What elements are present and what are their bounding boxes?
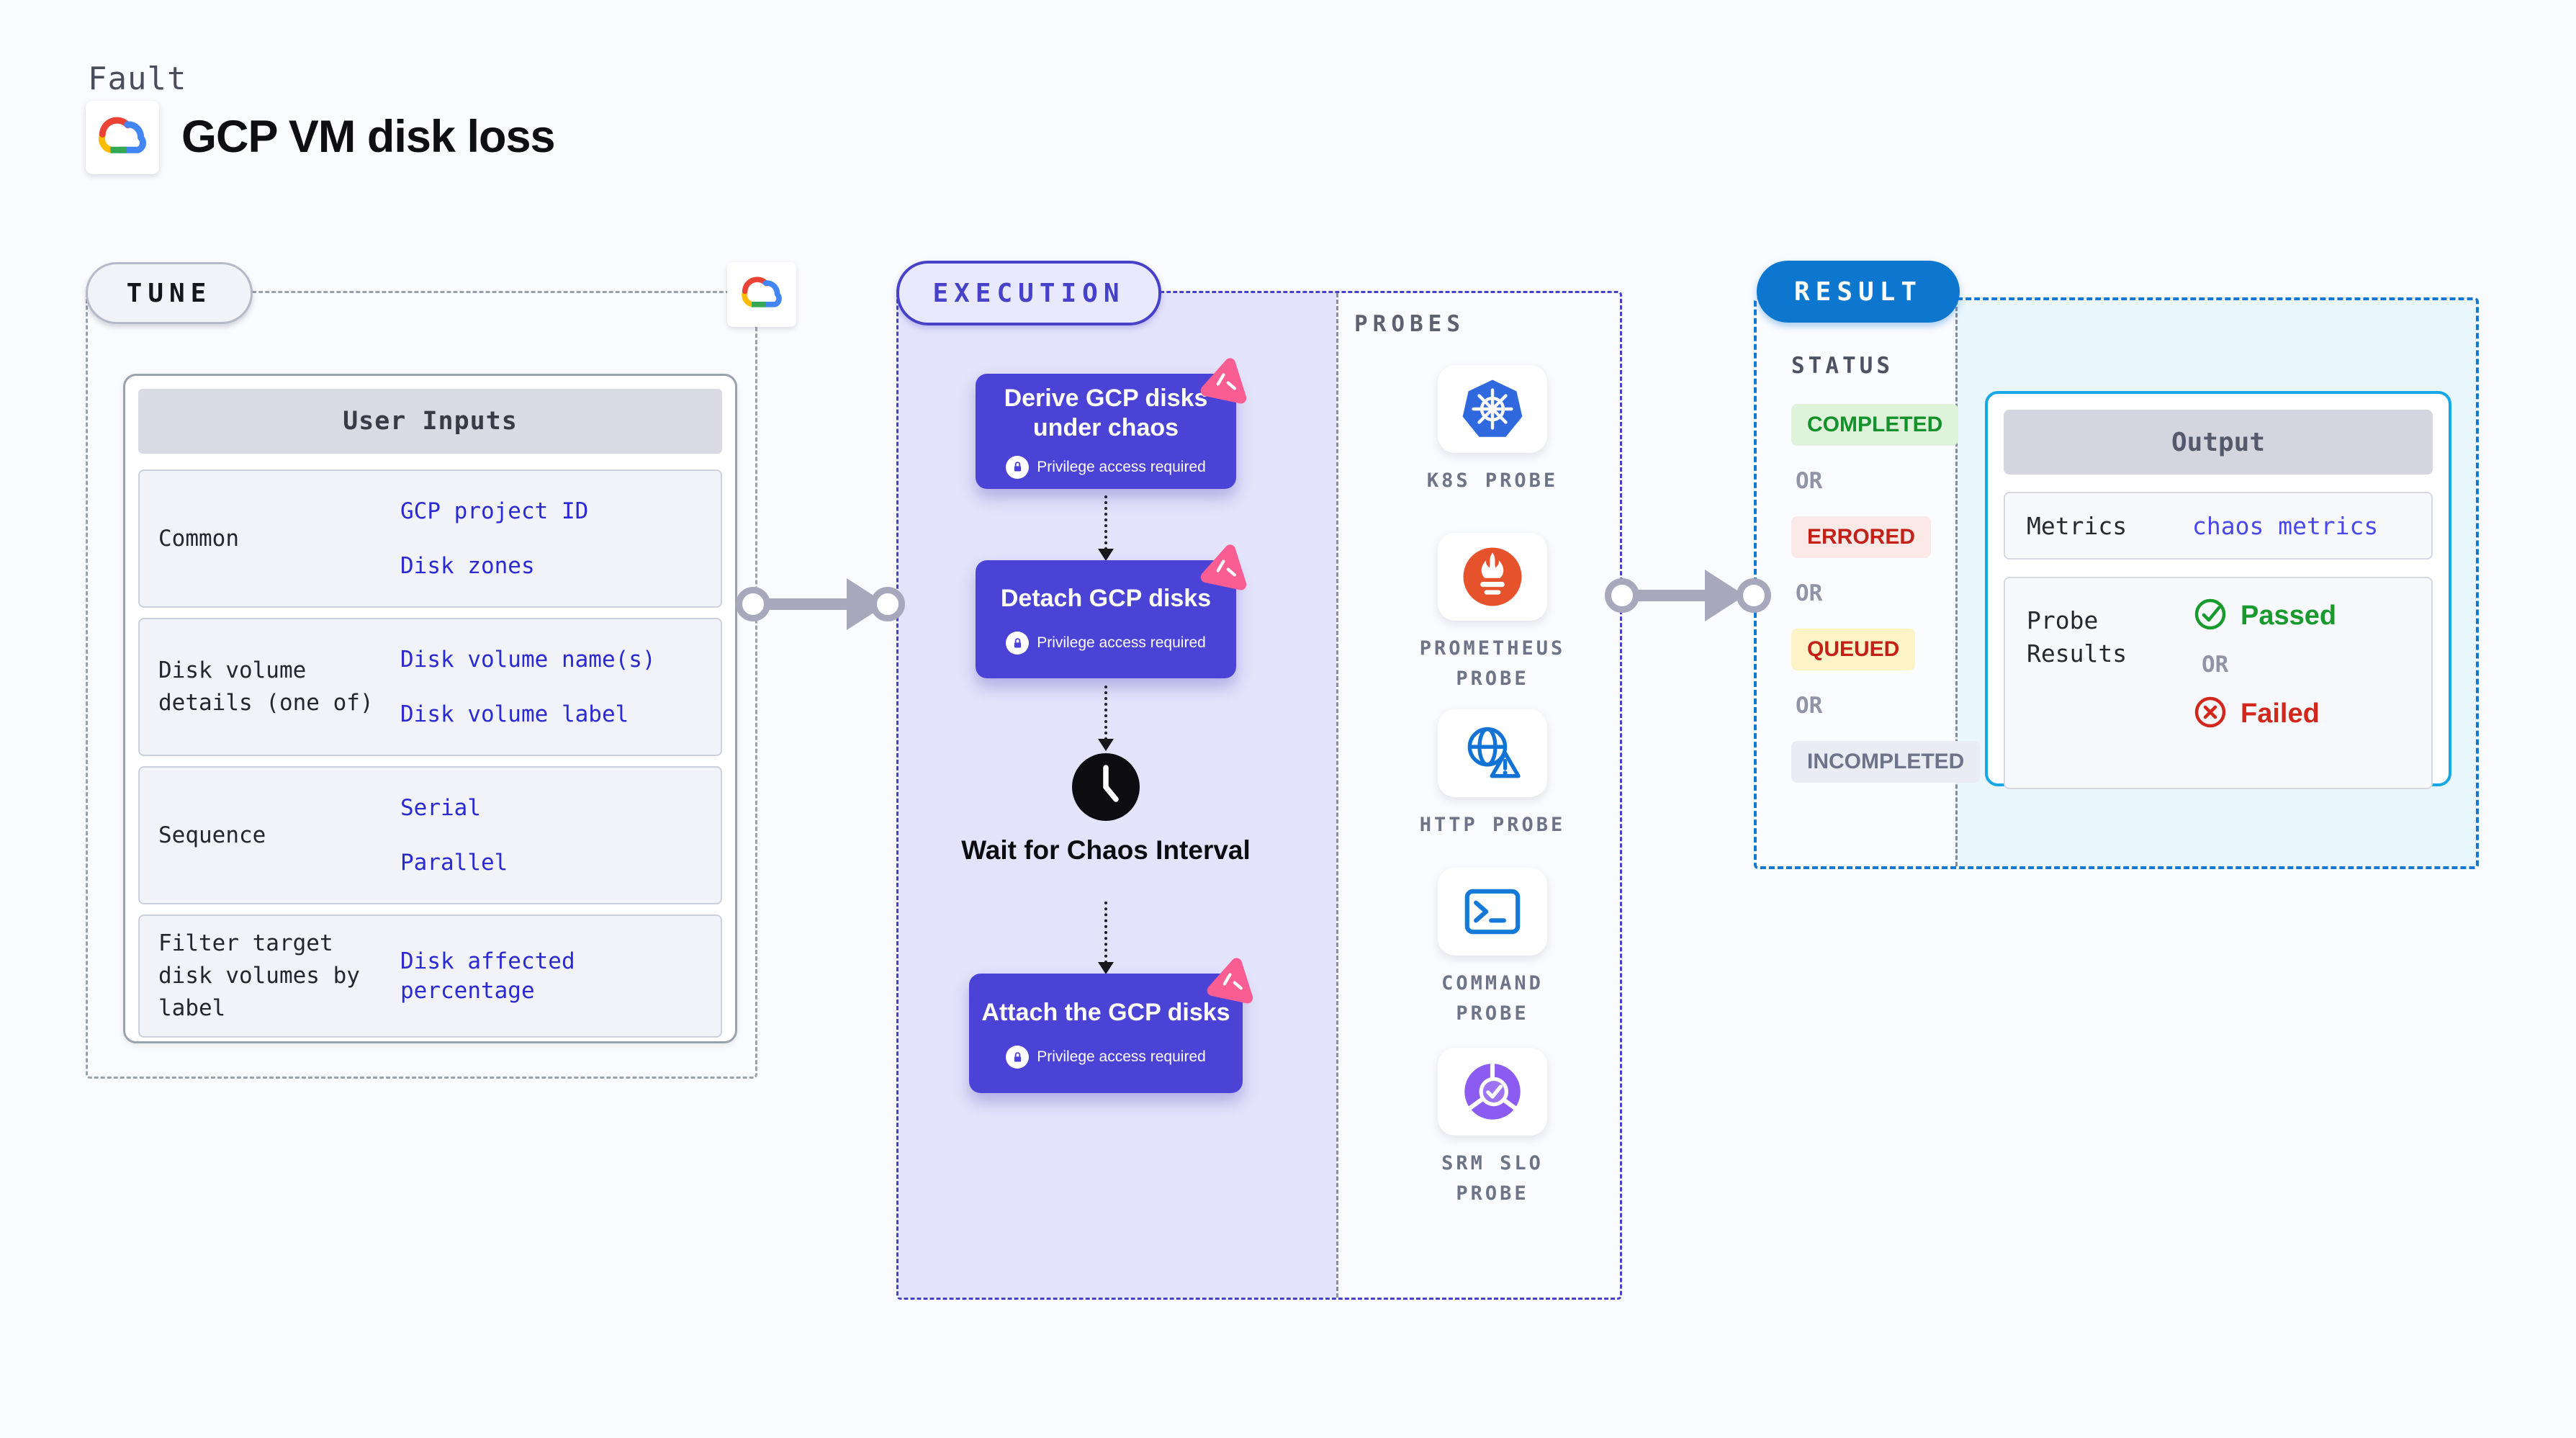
- chaos-litmus-icon: [1194, 536, 1258, 601]
- input-value: Disk volume label: [400, 701, 629, 727]
- gcp-cloud-icon: [95, 116, 150, 160]
- execution-badge: EXECUTION: [896, 261, 1161, 325]
- input-value: Serial: [400, 794, 481, 821]
- input-row-common: Common GCP project ID Disk zones: [138, 469, 722, 608]
- fault-eyebrow: Fault: [88, 60, 187, 97]
- step-connector-arrowhead: [1098, 739, 1114, 751]
- probes-label: PROBES: [1354, 311, 1465, 337]
- failed-label: Failed: [2241, 698, 2320, 729]
- step-connector-arrowhead: [1098, 962, 1114, 974]
- metrics-label: Metrics: [2027, 511, 2127, 540]
- input-value: GCP project ID: [400, 498, 589, 524]
- input-row-disk-volume-details: Disk volume details (one of) Disk volume…: [138, 618, 722, 756]
- status-badge-incompleted: INCOMPLETED: [1791, 741, 1981, 783]
- step-title: Detach GCP disks: [1000, 584, 1212, 612]
- or-label: OR: [1796, 468, 1823, 494]
- passed-label: Passed: [2241, 600, 2337, 631]
- step-box-detach-disks: Detach GCP disks Privilege access requir…: [976, 544, 1247, 678]
- probe-item-prometheus: PROMETHEUS PROBE: [1399, 533, 1586, 694]
- flow-arrow-shaft: [1622, 590, 1708, 601]
- probe-results-row: Probe Results Passed OR: [2004, 577, 2433, 789]
- probe-label: COMMAND PROBE: [1441, 972, 1544, 1025]
- probe-item-k8s: K8S PROBE: [1399, 365, 1586, 496]
- lock-icon: [1006, 1046, 1030, 1069]
- output-header: Output: [2004, 410, 2433, 475]
- input-value: Parallel: [400, 850, 508, 876]
- input-row-label: Sequence: [158, 822, 266, 848]
- privilege-badge: Privilege access required: [1006, 455, 1206, 479]
- input-value: Disk volume name(s): [400, 646, 656, 673]
- step-box-attach-disks: Attach the GCP disks Privilege access re…: [969, 958, 1253, 1093]
- status-badge-queued: QUEUED: [1791, 629, 1916, 670]
- status-stack: STATUS COMPLETED OR ERRORED OR QUEUED OR…: [1791, 353, 1981, 783]
- privilege-label: Privilege access required: [1037, 634, 1206, 652]
- probe-label: HTTP PROBE: [1419, 814, 1566, 836]
- probe-label: PROMETHEUS PROBE: [1419, 637, 1566, 690]
- probe-label: K8S PROBE: [1426, 469, 1559, 492]
- step-connector: [1104, 495, 1107, 550]
- failed-line: Failed: [2193, 695, 2410, 732]
- or-label: OR: [1796, 580, 1823, 606]
- chaos-litmus-icon: [1200, 950, 1265, 1015]
- tune-region: [86, 291, 757, 1079]
- user-inputs-header: User Inputs: [138, 389, 722, 454]
- privilege-badge: Privilege access required: [1006, 1046, 1206, 1069]
- or-label: OR: [2202, 652, 2229, 678]
- status-badge-completed: COMPLETED: [1791, 404, 1959, 446]
- probes-panel: [1336, 293, 1620, 1298]
- output-card: Output Metrics chaos metrics Probe Resul…: [1985, 391, 2451, 789]
- status-badge-errored: ERRORED: [1791, 516, 1932, 558]
- passed-line: Passed: [2193, 597, 2410, 634]
- clock-icon: [1071, 752, 1141, 825]
- lock-icon: [1006, 632, 1030, 655]
- slo-donut-icon: [1438, 1048, 1547, 1136]
- flow-arrow-start-ring: [1605, 578, 1639, 613]
- kubernetes-icon: [1438, 365, 1547, 453]
- input-row-label: Filter target disk volumes by label: [158, 930, 360, 1021]
- step-title: Attach the GCP disks: [981, 998, 1230, 1026]
- probe-label: SRM SLO PROBE: [1441, 1152, 1544, 1205]
- check-circle-icon: [2193, 597, 2228, 634]
- input-row-sequence: Sequence Serial Parallel: [138, 766, 722, 904]
- flow-arrow-shaft: [753, 598, 850, 610]
- prometheus-icon: [1438, 533, 1547, 621]
- wait-for-chaos-label: Wait for Chaos Interval: [961, 835, 1251, 865]
- page-title: GCP VM disk loss: [181, 112, 556, 162]
- probe-item-command: COMMAND PROBE: [1399, 868, 1586, 1029]
- metrics-value: chaos metrics: [2192, 511, 2379, 540]
- flow-arrow-end-ring: [870, 587, 905, 621]
- gcp-corner-card: [727, 262, 796, 327]
- input-value: Disk affected percentage: [400, 948, 575, 1004]
- x-circle-icon: [2193, 695, 2228, 732]
- status-label: STATUS: [1791, 353, 1893, 379]
- privilege-label: Privilege access required: [1037, 1048, 1206, 1066]
- step-connector: [1104, 686, 1107, 740]
- flow-arrow-start-ring: [736, 587, 770, 621]
- or-label: OR: [1796, 693, 1823, 719]
- probe-results-label: Probe Results: [2027, 606, 2127, 668]
- gcp-cloud-icon: [739, 276, 785, 313]
- step-title: Derive GCP disks under chaos: [1004, 385, 1208, 441]
- step-connector-arrowhead: [1098, 549, 1114, 561]
- chaos-litmus-icon: [1194, 350, 1258, 415]
- step-box-derive-disks: Derive GCP disks under chaos Privilege a…: [976, 358, 1247, 489]
- input-value: Disk zones: [400, 553, 535, 579]
- privilege-badge: Privilege access required: [1006, 632, 1206, 655]
- tune-badge: TUNE: [86, 262, 253, 324]
- input-row-label: Disk volume details (one of): [158, 657, 374, 716]
- probe-item-srm-slo: SRM SLO PROBE: [1399, 1048, 1586, 1209]
- terminal-icon: [1438, 868, 1547, 956]
- user-inputs-card: User Inputs Common GCP project ID Disk z…: [123, 374, 737, 1043]
- metrics-row: Metrics chaos metrics: [2004, 492, 2433, 560]
- input-row-label: Common: [158, 525, 239, 552]
- step-connector: [1104, 902, 1107, 963]
- input-row-filter-label: Filter target disk volumes by label Disk…: [138, 915, 722, 1038]
- probe-item-http: HTTP PROBE: [1399, 709, 1586, 840]
- lock-icon: [1006, 455, 1030, 479]
- privilege-label: Privilege access required: [1037, 458, 1206, 475]
- gcp-logo-card: [86, 101, 159, 174]
- flow-arrow-end-ring: [1737, 578, 1771, 613]
- http-globe-icon: [1438, 709, 1547, 797]
- result-badge: RESULT: [1757, 261, 1960, 323]
